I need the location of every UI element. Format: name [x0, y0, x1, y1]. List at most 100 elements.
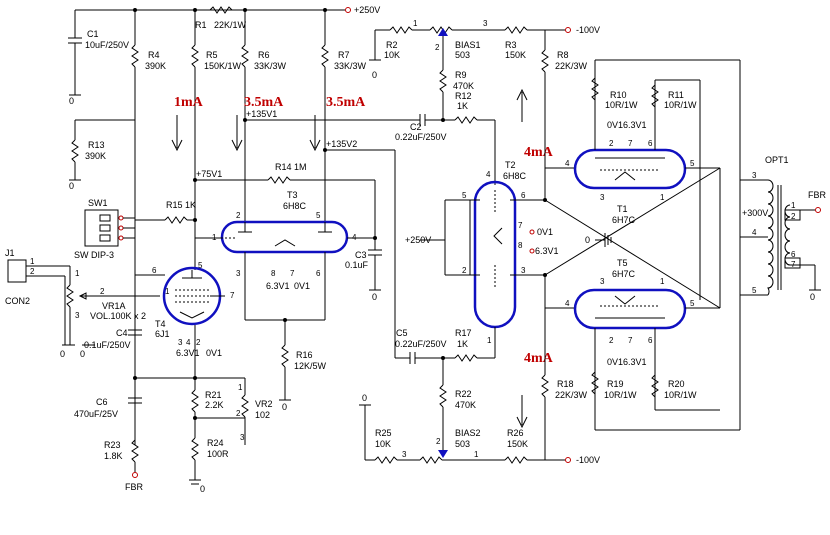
svg-text:T3: T3	[287, 190, 298, 200]
svg-text:C4: C4	[116, 328, 128, 338]
plus250-terminal	[345, 7, 351, 13]
svg-text:FBR: FBR	[125, 482, 144, 492]
cathode-network: 0 R21 2.2K R24 100R 1 2 3 VR2 102	[135, 325, 273, 494]
svg-text:2: 2	[791, 212, 796, 221]
svg-text:6.3V1: 6.3V1	[535, 246, 559, 256]
R1-symbol	[209, 6, 233, 14]
svg-text:7: 7	[290, 269, 295, 278]
svg-text:10R/1W: 10R/1W	[605, 100, 638, 110]
svg-text:10R/1W: 10R/1W	[664, 390, 697, 400]
svg-text:R17: R17	[455, 328, 472, 338]
R1-ref: R1	[195, 20, 207, 30]
junction-dots	[133, 8, 547, 420]
svg-text:2: 2	[462, 266, 467, 275]
svg-text:0: 0	[80, 349, 85, 359]
svg-text:R5: R5	[206, 50, 218, 60]
svg-text:503: 503	[455, 50, 470, 60]
svg-text:VR1A: VR1A	[102, 301, 126, 311]
VR1A-potentiometer: 0 0 2 1 3 VR1A VOL.100K x 2	[60, 266, 160, 359]
node-135v1: +135V1	[246, 109, 277, 119]
svg-text:5: 5	[316, 211, 321, 220]
svg-text:390K: 390K	[145, 61, 166, 71]
svg-text:R21: R21	[205, 390, 222, 400]
svg-text:8: 8	[518, 241, 523, 250]
svg-text:6H8C: 6H8C	[283, 201, 307, 211]
svg-text:3: 3	[236, 269, 241, 278]
svg-text:R12: R12	[455, 91, 472, 101]
svg-text:1: 1	[30, 257, 35, 266]
svg-text:12K/5W: 12K/5W	[294, 361, 327, 371]
T3-tube: 1 4 2 5 3 6 8 7 T3 6H8C 6.3V1 0V1	[195, 190, 375, 321]
svg-text:-100V: -100V	[576, 25, 600, 35]
svg-text:+250V: +250V	[405, 235, 431, 245]
svg-text:4: 4	[352, 233, 357, 242]
svg-text:T5: T5	[617, 258, 628, 268]
svg-text:1: 1	[75, 269, 80, 278]
svg-text:7: 7	[628, 336, 633, 345]
svg-text:2.2K: 2.2K	[205, 400, 224, 410]
svg-text:0.22uF/250V: 0.22uF/250V	[395, 339, 447, 349]
svg-text:7: 7	[791, 260, 796, 269]
svg-text:-100V: -100V	[576, 455, 600, 465]
svg-text:3.5mA: 3.5mA	[326, 95, 366, 110]
svg-text:5: 5	[690, 299, 695, 308]
svg-text:6: 6	[648, 139, 653, 148]
svg-text:4mA: 4mA	[524, 145, 554, 160]
T2-tube: 4 1 5 2 6 3 7 8 0V1 6.3V1 T2 6H8C +250V	[405, 160, 559, 358]
svg-text:6.3V1: 6.3V1	[266, 281, 290, 291]
svg-text:1: 1	[660, 193, 665, 202]
bias1-network: 0 -100V 1 3 2 R2 10K BIAS1 503 R3 150K R…	[245, 19, 600, 185]
svg-text:0V1: 0V1	[537, 227, 553, 237]
svg-text:OPT1: OPT1	[765, 155, 789, 165]
R5-resistor: R5 150K/1W	[191, 10, 242, 270]
svg-text:10K: 10K	[384, 50, 400, 60]
svg-text:3: 3	[600, 277, 605, 286]
svg-text:4mA: 4mA	[524, 351, 554, 366]
svg-text:+300V: +300V	[742, 208, 768, 218]
svg-text:10uF/250V: 10uF/250V	[85, 40, 129, 50]
svg-text:4: 4	[565, 159, 570, 168]
svg-text:0: 0	[60, 349, 65, 359]
svg-text:5: 5	[690, 159, 695, 168]
R6-resistor: R6 33K/3W	[241, 10, 287, 225]
svg-text:R23: R23	[104, 440, 121, 450]
svg-text:7: 7	[230, 291, 235, 300]
svg-text:C5: C5	[396, 328, 408, 338]
svg-text:150K: 150K	[505, 50, 526, 60]
svg-text:R20: R20	[668, 379, 685, 389]
svg-text:4: 4	[565, 299, 570, 308]
svg-text:102: 102	[255, 410, 270, 420]
R14-resistor: R14 1M	[195, 162, 376, 238]
svg-text:0: 0	[282, 402, 287, 412]
J1-connector[interactable]: 1 2 J1 CON2	[5, 248, 70, 306]
svg-text:R4: R4	[148, 50, 160, 60]
bias2-network: C5 0.22uF/250V R17 1K R22 470K 0 -100V 3…	[359, 328, 600, 465]
svg-text:0V16.3V1: 0V16.3V1	[607, 357, 647, 367]
svg-text:2: 2	[435, 43, 440, 52]
svg-text:1: 1	[474, 450, 479, 459]
svg-text:1mA: 1mA	[174, 95, 204, 110]
svg-text:6: 6	[791, 250, 796, 259]
svg-text:33K/3W: 33K/3W	[334, 61, 367, 71]
svg-text:6: 6	[521, 191, 526, 200]
svg-text:1: 1	[238, 383, 243, 392]
svg-text:R15 1K: R15 1K	[166, 200, 196, 210]
svg-text:470K: 470K	[453, 81, 474, 91]
svg-text:0: 0	[810, 292, 815, 302]
current-annotations: 1mA 3.5mA 3.5mA 4mA 4mA	[171, 88, 554, 429]
svg-text:6: 6	[316, 269, 321, 278]
svg-text:3: 3	[402, 450, 407, 459]
svg-text:1: 1	[660, 277, 665, 286]
svg-text:R26: R26	[507, 428, 524, 438]
R1-value: 22K/1W	[214, 20, 247, 30]
T5-tube: 4 5 2 7 6 3 1 0V16.3V1 T5 6H7C R19 10R/1…	[565, 258, 740, 431]
svg-text:6H8C: 6H8C	[503, 171, 527, 181]
svg-text:R6: R6	[258, 50, 270, 60]
C3-capacitor: 0 C3 0.1uF	[345, 238, 382, 302]
SW1-dip-switch[interactable]: SW1 SW DIP-3	[74, 198, 135, 260]
svg-text:1: 1	[165, 287, 170, 296]
svg-text:2: 2	[609, 139, 614, 148]
svg-text:T1: T1	[617, 204, 628, 214]
svg-text:33K/3W: 33K/3W	[254, 61, 287, 71]
svg-text:J1: J1	[5, 248, 15, 258]
